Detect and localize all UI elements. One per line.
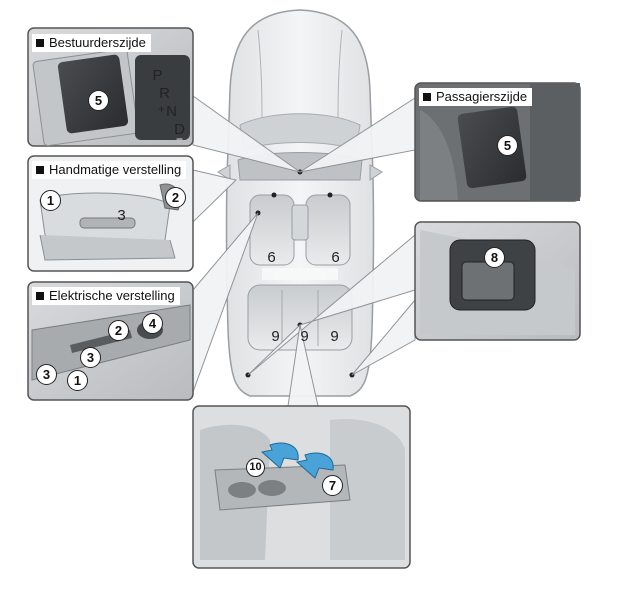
label-passenger-side-text: Passagierszijde [436,89,528,104]
callout-rear-right: 9 [330,328,339,345]
gear-sign-plus: + [157,102,165,116]
label-manual-text: Handmatige verstelling [49,162,182,177]
gear-letter-r: R [159,85,170,102]
callout-manual-2: 2 [165,187,186,208]
label-manual: Handmatige verstelling [32,161,187,179]
callout-electric-2: 2 [108,320,129,341]
panel-rear-heater-switch [414,221,581,341]
callout-front-seat-left: 6 [267,249,276,266]
callout-passenger-heater: 5 [497,135,518,156]
label-passenger-side: Passagierszijde [419,88,533,106]
callout-electric-1: 1 [67,370,88,391]
label-driver-side-text: Bestuurderszijde [49,35,146,50]
callout-rear-left: 9 [271,328,280,345]
callout-rear-switch: 8 [484,247,505,268]
callout-rear-center: 9 [300,328,309,345]
callout-armrest-7: 7 [322,475,343,496]
gear-letter-n: N [166,103,177,120]
label-electric-text: Elektrische verstelling [49,288,175,303]
callout-manual-3: 3 [117,207,126,224]
leader-lines [192,95,416,407]
gear-sign-minus: − [175,132,183,146]
callout-electric-4: 4 [142,313,163,334]
callout-front-seat-right: 6 [331,249,340,266]
callout-armrest-10: 10 [246,458,265,477]
callout-electric-3a: 3 [36,364,57,385]
gear-letter-p: P [152,67,163,84]
label-driver-side: Bestuurderszijde [32,34,151,52]
callout-driver-heater: 5 [88,90,109,111]
label-electric: Elektrische verstelling [32,287,180,305]
gear-letter-d: D [174,121,185,138]
car-top-view [217,9,383,397]
panel-rear-armrest [192,405,411,569]
panel-driver-side [27,27,194,147]
callout-electric-3b: 3 [80,347,101,368]
callout-manual-1: 1 [40,190,61,211]
